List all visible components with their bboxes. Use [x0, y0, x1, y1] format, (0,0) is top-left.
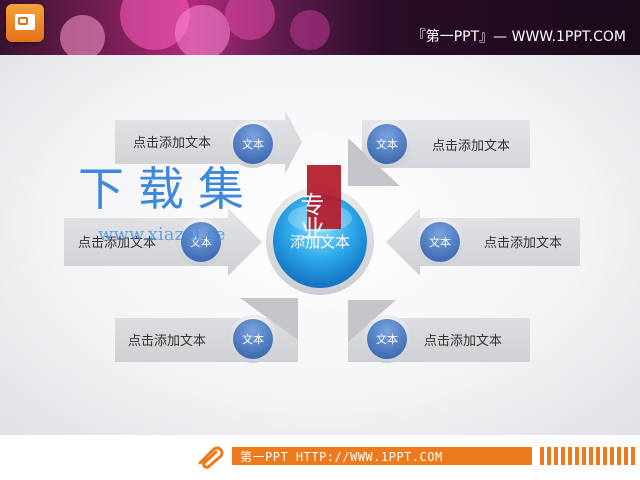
bokeh-decoration — [290, 10, 330, 50]
footer-stripes — [540, 447, 636, 465]
node-label-mid-left: 文本 — [190, 235, 212, 249]
node-circle-top-left: 文本 — [229, 120, 277, 168]
header-site-text: 『第一PPT』— WWW.1PPT.COM — [411, 29, 626, 45]
node-text-bottom-right: 点击添加文本 — [424, 334, 502, 349]
node-text-bottom-left: 点击添加文本 — [128, 334, 206, 349]
center-label: 添加文本 — [290, 233, 350, 251]
watermark: 下载集 专业 www.xiazai.re — [78, 162, 341, 245]
watermark-big-text: 下载集 — [78, 162, 258, 216]
bokeh-decoration — [60, 15, 105, 55]
ppt-logo-icon — [6, 4, 44, 42]
node-label-bottom-left: 文本 — [242, 332, 264, 346]
node-text-top-left: 点击添加文本 — [133, 136, 211, 151]
node-label-mid-right: 文本 — [429, 235, 451, 249]
node-circle-bottom-left: 文本 — [229, 315, 277, 363]
node-label-top-right: 文本 — [376, 137, 398, 151]
node-label-bottom-right: 文本 — [376, 332, 398, 346]
header-banner: 『第一PPT』— WWW.1PPT.COM — [0, 0, 640, 55]
footer: 第一PPT HTTP://WWW.1PPT.COM — [0, 435, 640, 480]
paperclip-icon — [198, 446, 224, 469]
node-circle-mid-right: 文本 — [416, 218, 464, 266]
footer-text: 第一PPT HTTP://WWW.1PPT.COM — [240, 450, 443, 464]
watermark-url-text: www.xiazai.re — [98, 224, 225, 245]
node-text-mid-left: 点击添加文本 — [78, 236, 156, 251]
bokeh-decoration — [175, 5, 230, 55]
bokeh-decoration — [225, 0, 275, 40]
node-circle-mid-left: 文本 — [177, 218, 225, 266]
node-text-mid-right: 点击添加文本 — [484, 236, 562, 251]
watermark-seal-text: 专业 — [296, 192, 324, 240]
node-circle-bottom-right: 文本 — [363, 315, 411, 363]
footer-bar — [232, 447, 532, 465]
node-text-top-right: 点击添加文本 — [432, 139, 510, 154]
watermark-seal — [307, 165, 341, 229]
node-label-top-left: 文本 — [242, 137, 264, 151]
node-circle-top-right: 文本 — [363, 120, 411, 168]
